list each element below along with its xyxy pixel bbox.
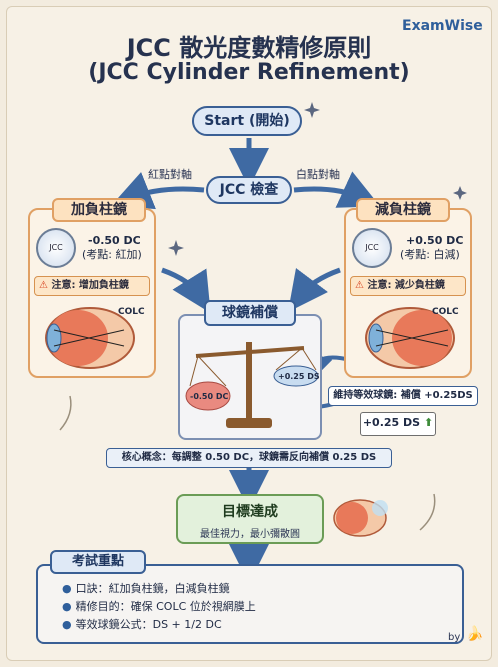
eye-label: COLC <box>432 307 459 317</box>
scale-right-label: +0.25 DS <box>278 372 320 381</box>
page-title: JCC 散光度數精修原則 <box>126 34 372 62</box>
leaf-decoration <box>419 493 436 531</box>
eye-icon: COLC <box>45 307 145 369</box>
jcc-dial-icon: JCC <box>36 228 76 268</box>
list-item: ●精修目的：確保 COLC 位於視網膜上 <box>62 600 256 613</box>
arrow-jcc-to-left <box>111 172 205 210</box>
sparkle-decoration <box>304 102 320 118</box>
plus-tag: +0.25 DS ⬆ <box>360 412 436 436</box>
left-power: -0.50 DC <box>88 234 141 247</box>
signature: by <box>448 632 461 643</box>
warning-icon: ⚠ <box>355 280 364 291</box>
right-panel-title: 減負柱鏡 <box>356 198 450 222</box>
goal-box: 目標達成 最佳視力，最小彌散圓 <box>176 494 324 544</box>
maintain-equivalent-label: 維持等效球鏡: 補償 +0.25DS <box>328 386 478 406</box>
sparkle-decoration <box>453 186 467 200</box>
left-note: (考點: 紅加) <box>82 248 142 261</box>
left-branch-label: 紅點對軸 <box>148 168 192 181</box>
page-subtitle: (JCC Cylinder Refinement) <box>88 60 410 85</box>
warning-icon: ⚠ <box>39 280 48 291</box>
up-arrow-icon: ⬆ <box>423 416 434 429</box>
eye-icon: COLC <box>365 307 459 369</box>
eye-label: COLC <box>118 307 145 317</box>
jcc-check-node: JCC 檢查 <box>206 176 292 204</box>
left-panel-title: 加負柱鏡 <box>52 198 146 222</box>
arrow-left-to-center <box>161 267 211 313</box>
leaf-decoration <box>59 395 72 431</box>
core-concept: 核心概念：每調整 0.50 DC，球鏡需反向補償 0.25 DS <box>106 448 392 468</box>
arrow-jcc-to-right <box>293 171 381 208</box>
jcc-dial-icon: JCC <box>352 228 392 268</box>
sparkle-decoration <box>168 240 184 256</box>
left-warning: ⚠ 注意: 增加負柱鏡 <box>34 276 150 296</box>
exam-points-title: 考試重點 <box>50 550 146 574</box>
right-branch-label: 白點對軸 <box>296 168 340 181</box>
goal-title: 目標達成 <box>222 504 278 520</box>
exam-points-panel <box>36 564 464 644</box>
right-warning: ⚠ 注意: 減少負柱鏡 <box>350 276 466 296</box>
right-note: (考點: 白減) <box>400 248 460 261</box>
brand-logo-text: ExamWise <box>402 18 483 34</box>
center-panel-title: 球鏡補償 <box>204 300 296 326</box>
balance-scale-icon: -0.50 DC +0.25 DS <box>185 342 320 428</box>
scale-left-label: -0.50 DC <box>190 392 228 401</box>
start-node: Start (開始) <box>192 106 302 136</box>
banana-icon: 🍌 <box>466 626 484 642</box>
list-item: ●口訣：紅加負柱鏡，白減負柱鏡 <box>62 582 230 595</box>
eye-icon <box>333 499 388 537</box>
arrow-right-to-center <box>287 267 341 312</box>
right-power: +0.50 DC <box>406 234 464 247</box>
goal-subtitle: 最佳視力，最小彌散圓 <box>200 529 300 540</box>
list-item: ●等效球鏡公式：DS + 1/2 DC <box>62 618 222 631</box>
